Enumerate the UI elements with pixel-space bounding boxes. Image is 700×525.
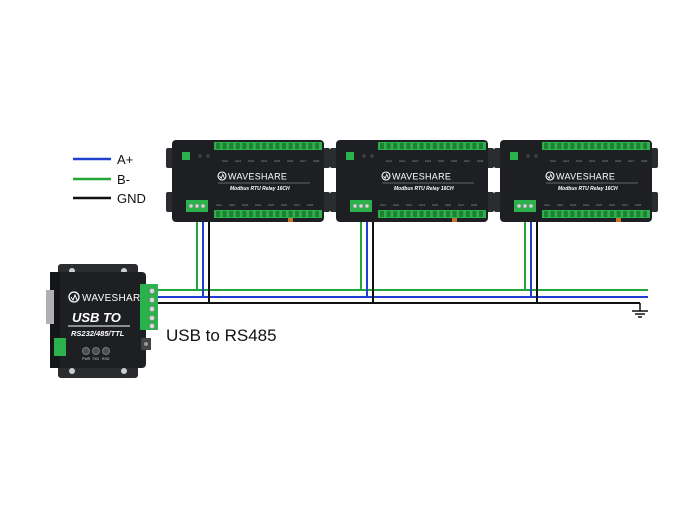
top-channel-label: CH4	[589, 159, 595, 163]
bottom-terminal-strip	[378, 210, 486, 218]
relay-model: Modbus RTU Relay 16CH	[230, 186, 290, 192]
legend-gnd-label: GND	[117, 191, 146, 206]
bottom-channel-label: CH7	[294, 203, 300, 207]
txd-led-icon	[92, 347, 100, 355]
ground-symbol	[632, 303, 648, 318]
bottom-channel-label: CH8	[471, 203, 477, 207]
rxd-led-icon	[102, 347, 110, 355]
bottom-channel-label: CH8	[635, 203, 641, 207]
top-channel-label: CH6	[287, 159, 293, 163]
status-led-icon	[182, 152, 190, 160]
top-channel-label: CH1	[386, 159, 392, 163]
converter-brand: WAVESHARE	[82, 293, 148, 304]
relay-body	[172, 140, 324, 222]
status-led-icon	[346, 152, 354, 160]
top-channel-label: CH3	[576, 159, 582, 163]
top-terminal-strip	[214, 142, 322, 150]
top-channel-label: CH3	[412, 159, 418, 163]
bottom-channel-label: CH5	[268, 203, 274, 207]
bottom-channel-label: CH6	[281, 203, 287, 207]
bottom-channel-label: CH2	[229, 203, 235, 207]
drop-wires-module-3	[524, 222, 538, 303]
led-label-rxd: RXD	[102, 357, 110, 361]
relay-logo-icon	[545, 171, 555, 181]
bottom-channel-label: CH7	[458, 203, 464, 207]
top-channel-label: CH2	[235, 159, 241, 163]
top-channel-label: CH2	[399, 159, 405, 163]
relay-brand: WAVESHARE	[556, 172, 615, 182]
top-channel-label: CH6	[451, 159, 457, 163]
legend-b-minus-label: B-	[117, 172, 130, 187]
bottom-channel-label: CH3	[242, 203, 248, 207]
top-channel-label: CH7	[464, 159, 470, 163]
legend: A+ B- GND	[73, 152, 146, 206]
relay-model: Modbus RTU Relay 16CH	[394, 186, 454, 192]
top-channel-label: CH7	[300, 159, 306, 163]
top-channel-label: CH4	[425, 159, 431, 163]
bottom-channel-label: CH7	[622, 203, 628, 207]
converter-title: USB TO	[72, 310, 121, 325]
bottom-channel-label: CH6	[445, 203, 451, 207]
relay-model: Modbus RTU Relay 16CH	[558, 186, 618, 192]
bottom-channel-label: CH1	[216, 203, 222, 207]
top-channel-label: CH8	[313, 159, 319, 163]
usb-converter: WAVESHARE USB TO RS232/485/TTL PWR TXD R…	[46, 264, 158, 378]
bottom-channel-label: CH3	[570, 203, 576, 207]
converter-logo-icon	[68, 291, 80, 303]
top-channel-label: CH1	[222, 159, 228, 163]
legend-a-plus-label: A+	[117, 152, 133, 167]
top-channel-label: CH6	[615, 159, 621, 163]
bottom-channel-label: CH4	[255, 203, 261, 207]
top-channel-label: CH4	[261, 159, 267, 163]
top-channel-label: CH8	[641, 159, 647, 163]
bottom-channel-label: CH8	[307, 203, 313, 207]
bottom-channel-label: CH3	[406, 203, 412, 207]
relay-logo-icon	[217, 171, 227, 181]
top-channel-label: CH8	[477, 159, 483, 163]
relay-body	[500, 140, 652, 222]
converter-caption: USB to RS485	[166, 326, 277, 345]
top-channel-label: CH3	[248, 159, 254, 163]
bottom-channel-label: CH1	[380, 203, 386, 207]
bottom-channel-label: CH2	[557, 203, 563, 207]
drop-wires-module-1	[196, 222, 210, 303]
led-label-txd: TXD	[92, 357, 99, 361]
drop-wires-module-2	[360, 222, 374, 303]
bottom-channel-label: CH5	[596, 203, 602, 207]
pwr-led-icon	[82, 347, 90, 355]
top-channel-label: CH7	[628, 159, 634, 163]
bottom-terminal-strip	[214, 210, 322, 218]
rs485-bus	[158, 289, 648, 318]
led-label-pwr: PWR	[82, 357, 91, 361]
relay-logo-icon	[381, 171, 391, 181]
bottom-terminal-strip	[542, 210, 650, 218]
status-led-icon	[510, 152, 518, 160]
bottom-channel-label: CH4	[583, 203, 589, 207]
top-channel-label: CH5	[602, 159, 608, 163]
top-terminal-strip	[378, 142, 486, 150]
relay-brand: WAVESHARE	[228, 172, 287, 182]
top-channel-label: CH5	[438, 159, 444, 163]
drop-wires	[196, 222, 538, 303]
bottom-channel-label: CH6	[609, 203, 615, 207]
top-terminal-strip	[542, 142, 650, 150]
relay-brand: WAVESHARE	[392, 172, 451, 182]
bottom-channel-label: CH2	[393, 203, 399, 207]
top-channel-label: CH2	[563, 159, 569, 163]
converter-subtitle: RS232/485/TTL	[71, 329, 125, 338]
bottom-channel-label: CH5	[432, 203, 438, 207]
bottom-channel-label: CH4	[419, 203, 425, 207]
bottom-channel-label: CH1	[544, 203, 550, 207]
relay-body	[336, 140, 488, 222]
top-channel-label: CH5	[274, 159, 280, 163]
top-channel-label: CH1	[550, 159, 556, 163]
